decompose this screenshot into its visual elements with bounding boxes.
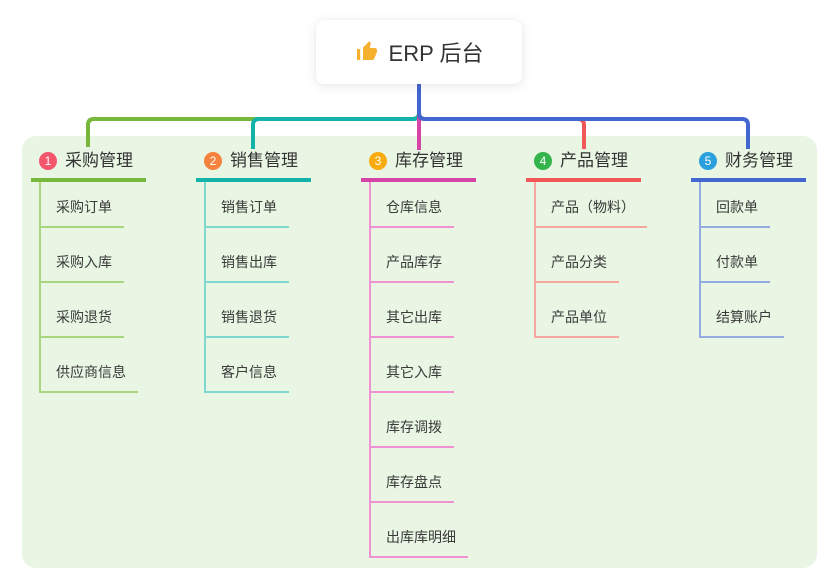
child-node-label: 销售出库 [204,253,289,283]
child-node[interactable]: 采购退货 [39,283,138,338]
child-node-label: 其它入库 [369,363,454,393]
child-node-label: 产品分类 [534,253,619,283]
child-node[interactable]: 其它入库 [369,338,468,393]
root-node-label: ERP 后台 [388,41,484,66]
child-node[interactable]: 出库库明细 [369,503,468,558]
child-node[interactable]: 结算账户 [699,283,784,338]
branch-title: 销售管理 [230,151,298,170]
child-node-label: 销售退货 [204,308,289,338]
branch-number-badge: 5 [699,152,717,170]
child-node[interactable]: 销售退货 [204,283,289,338]
child-node-label: 回款单 [699,198,770,228]
thumbs-up-icon [355,40,379,64]
branch-children: 仓库信息 产品库存 其它出库 其它入库 库存调拨 库存盘点 出库库明细 [369,182,468,558]
child-node-label: 出库库明细 [369,528,468,558]
child-node[interactable]: 销售出库 [204,228,289,283]
child-node-label: 付款单 [699,253,770,283]
child-node[interactable]: 仓库信息 [369,182,468,228]
child-node-label: 客户信息 [204,363,289,393]
branch-sales: 2 销售管理 销售订单 销售出库 销售退货 客户信息 [196,149,346,393]
child-node[interactable]: 产品单位 [534,283,647,338]
child-node-label: 销售订单 [204,198,289,228]
branch-number-badge: 1 [39,152,57,170]
child-node[interactable]: 供应商信息 [39,338,138,393]
child-node[interactable]: 采购订单 [39,182,138,228]
child-node-label: 产品单位 [534,308,619,338]
child-node-label: 产品库存 [369,253,454,283]
child-node[interactable]: 库存调拨 [369,393,468,448]
child-node-label: 采购入库 [39,253,124,283]
child-node-label: 供应商信息 [39,363,138,393]
branch-sales-header[interactable]: 2 销售管理 [196,149,311,182]
child-node-label: 其它出库 [369,308,454,338]
branch-stem-line [39,182,41,393]
child-node[interactable]: 客户信息 [204,338,289,393]
child-node-label: 产品（物料） [534,198,647,228]
branches-background-panel [22,136,817,568]
child-node[interactable]: 产品库存 [369,228,468,283]
child-node[interactable]: 产品（物料） [534,182,647,228]
branch-stem-line [369,182,371,558]
root-node[interactable]: ERP 后台 [316,20,522,84]
branch-purchase-header[interactable]: 1 采购管理 [31,149,146,182]
child-node[interactable]: 产品分类 [534,228,647,283]
branch-product-header[interactable]: 4 产品管理 [526,149,641,182]
child-node-label: 仓库信息 [369,198,454,228]
branch-number-badge: 3 [369,152,387,170]
branch-inventory-header[interactable]: 3 库存管理 [361,149,476,182]
branch-stem-line [534,182,536,338]
child-node-label: 采购订单 [39,198,124,228]
branch-finance: 5 财务管理 回款单 付款单 结算账户 [691,149,839,338]
branch-children: 采购订单 采购入库 采购退货 供应商信息 [39,182,138,393]
child-node-label: 结算账户 [699,308,784,338]
child-node[interactable]: 销售订单 [204,182,289,228]
branch-title: 库存管理 [395,151,463,170]
child-node[interactable]: 其它出库 [369,283,468,338]
branch-number-badge: 4 [534,152,552,170]
child-node-label: 库存盘点 [369,473,454,503]
branch-title: 财务管理 [725,151,793,170]
child-node-label: 库存调拨 [369,418,454,448]
branch-number-badge: 2 [204,152,222,170]
child-node[interactable]: 付款单 [699,228,784,283]
branch-product: 4 产品管理 产品（物料） 产品分类 产品单位 [526,149,676,338]
branch-inventory: 3 库存管理 仓库信息 产品库存 其它出库 其它入库 库存调拨 库存盘点 出库库… [361,149,511,558]
child-node[interactable]: 库存盘点 [369,448,468,503]
branch-stem-line [204,182,206,393]
branch-stem-line [699,182,701,338]
branch-finance-header[interactable]: 5 财务管理 [691,149,806,182]
branch-children: 销售订单 销售出库 销售退货 客户信息 [204,182,289,393]
branch-title: 采购管理 [65,151,133,170]
branch-children: 回款单 付款单 结算账户 [699,182,784,338]
branch-title: 产品管理 [560,151,628,170]
child-node[interactable]: 回款单 [699,182,784,228]
child-node[interactable]: 采购入库 [39,228,138,283]
branch-children: 产品（物料） 产品分类 产品单位 [534,182,647,338]
child-node-label: 采购退货 [39,308,124,338]
branch-purchase: 1 采购管理 采购订单 采购入库 采购退货 供应商信息 [31,149,181,393]
